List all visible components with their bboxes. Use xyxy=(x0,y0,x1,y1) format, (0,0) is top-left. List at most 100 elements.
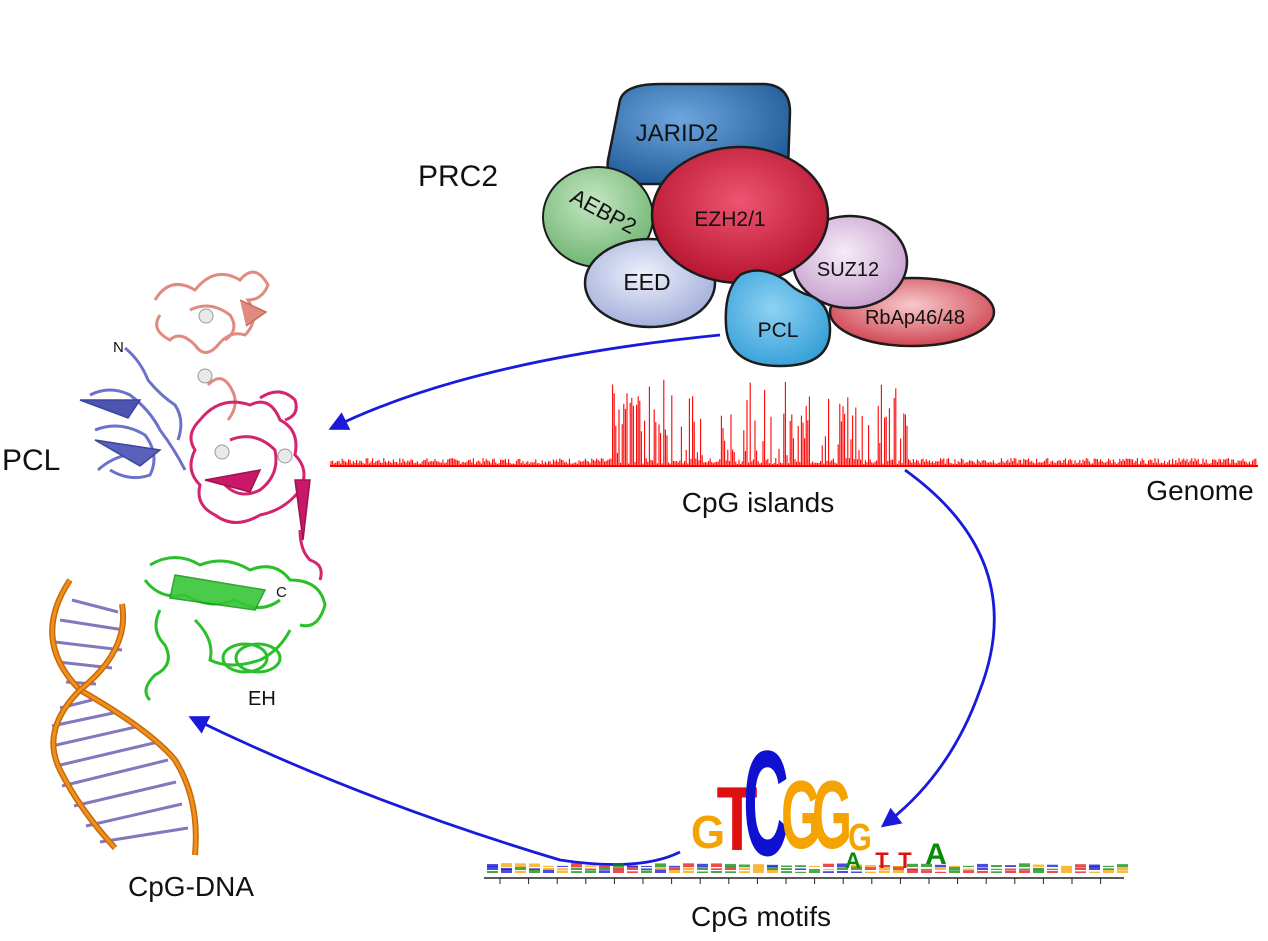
low-info-letter xyxy=(529,863,540,867)
low-info-letter xyxy=(865,865,876,867)
low-info-letter xyxy=(739,867,750,870)
low-info-letter xyxy=(627,871,638,873)
low-info-letter xyxy=(669,865,680,867)
base-pair xyxy=(73,780,177,808)
low-info-letter xyxy=(1019,863,1030,867)
low-info-letter xyxy=(655,867,666,870)
low-info-letter xyxy=(1061,869,1072,873)
low-info-letter xyxy=(515,866,526,870)
subunit-label: RbAp46/48 xyxy=(865,307,965,329)
low-info-letter xyxy=(907,863,918,867)
low-info-letter xyxy=(865,867,876,870)
low-info-letter xyxy=(557,868,568,870)
dna-backbone-1-highlight xyxy=(50,579,198,856)
low-info-letter xyxy=(487,864,498,867)
low-info-letter xyxy=(1047,868,1058,870)
low-info-letter xyxy=(1061,865,1072,867)
low-info-letter xyxy=(669,867,680,870)
low-info-letter xyxy=(571,871,582,873)
low-info-letter xyxy=(823,869,834,870)
zinc-ion-icon xyxy=(197,368,213,384)
low-info-letter xyxy=(627,866,638,870)
low-info-letter xyxy=(585,870,596,873)
low-info-letter xyxy=(711,868,722,870)
dna-backbone-2 xyxy=(50,603,126,851)
arrow-islands-to-motifs xyxy=(880,468,996,828)
base-pair xyxy=(55,740,159,768)
low-info-letter xyxy=(1005,870,1016,873)
low-info-letter xyxy=(1005,865,1016,867)
low-info-letter xyxy=(1033,869,1044,873)
low-info-letter xyxy=(697,867,708,870)
motif-letter-g3: G xyxy=(812,762,852,869)
low-info-letter xyxy=(781,868,792,870)
low-info-letter xyxy=(613,867,624,870)
low-info-letter xyxy=(557,870,568,873)
low-info-letter xyxy=(585,865,596,867)
low-info-letter xyxy=(809,869,820,870)
low-info-letter xyxy=(487,866,498,870)
low-info-letter xyxy=(1075,867,1086,870)
motif-letter-g4: G xyxy=(848,817,872,859)
low-info-letter xyxy=(823,871,834,873)
low-info-letter xyxy=(1117,866,1128,870)
n-terminus-label: N xyxy=(113,339,124,356)
low-info-letter xyxy=(977,863,988,867)
low-info-letter xyxy=(795,871,806,873)
low-info-letter xyxy=(935,871,946,873)
pcl-structure-label: PCL xyxy=(2,444,60,477)
zinc-ion-icon xyxy=(214,444,230,460)
low-info-letter xyxy=(697,871,708,873)
low-info-letter xyxy=(683,870,694,873)
low-info-letter xyxy=(683,867,694,870)
low-info-letter xyxy=(613,863,624,867)
low-info-letter xyxy=(515,863,526,867)
logo-axis-ticks xyxy=(499,878,1102,884)
prc2-complex: JARID2 AEBP2 EED RbAp46/48 SUZ12 EZH2/1 … xyxy=(542,82,996,368)
low-info-letter xyxy=(851,871,862,873)
low-info-letter xyxy=(739,871,750,873)
arrow-motifs-to-dna xyxy=(188,716,681,866)
low-info-letter xyxy=(795,865,806,867)
low-info-letter xyxy=(991,871,1002,873)
low-info-letter xyxy=(655,869,666,873)
prc2-label: PRC2 xyxy=(418,160,498,193)
subunit-pcl: PCL xyxy=(724,269,832,368)
low-info-letter xyxy=(711,863,722,867)
motif-letter-t2: T xyxy=(875,848,889,873)
low-info-letter xyxy=(1103,869,1114,873)
low-info-letter xyxy=(501,867,512,870)
low-info-letter xyxy=(655,863,666,867)
low-info-letter xyxy=(501,863,512,867)
base-pair xyxy=(51,724,141,748)
base-pair xyxy=(99,826,189,844)
low-info-letter xyxy=(907,868,918,870)
low-info-letter xyxy=(767,866,778,870)
low-info-letter xyxy=(1005,868,1016,870)
low-info-letter xyxy=(669,869,680,873)
low-info-letter xyxy=(557,865,568,867)
low-info-letter xyxy=(711,871,722,873)
base-pair xyxy=(54,640,123,652)
subunit-label: SUZ12 xyxy=(817,259,879,281)
low-info-letter xyxy=(1033,864,1044,867)
zinc-ion-icon xyxy=(198,308,214,324)
low-info-letter xyxy=(1047,864,1058,867)
low-info-letter xyxy=(851,864,862,867)
low-info-letter xyxy=(543,865,554,867)
low-info-letter xyxy=(627,865,638,867)
dna-backbone-2-highlight xyxy=(51,603,125,850)
low-info-letter xyxy=(809,870,820,873)
low-info-letter xyxy=(1019,868,1030,870)
subunit-ezh2-1: EZH2/1 xyxy=(650,145,830,285)
cpg-signal xyxy=(330,379,1257,466)
low-info-letter xyxy=(641,868,652,870)
low-info-letter xyxy=(837,863,848,867)
low-info-letter xyxy=(809,865,820,867)
base-pair xyxy=(51,710,119,728)
motif-letter-a2: A xyxy=(925,838,947,871)
subunit-label: JARID2 xyxy=(636,120,719,147)
low-info-letter xyxy=(963,868,974,870)
low-info-letter xyxy=(1103,865,1114,867)
low-info-letter xyxy=(935,864,946,867)
